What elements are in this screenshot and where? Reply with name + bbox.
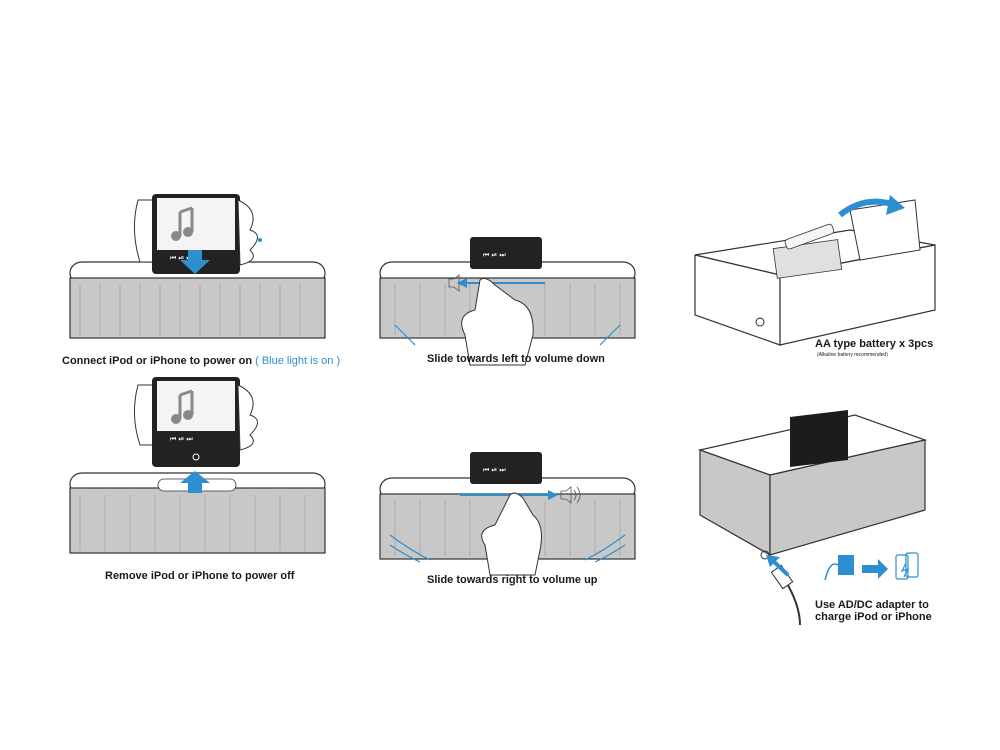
speaker-adapter-illustration [697,410,928,626]
caption-battery-note: (Alkaline battery recommended) [817,352,888,358]
caption-connect: Connect iPod or iPhone to power on ( Blu… [62,355,341,367]
speaker-slide-left-illustration: ⏮ ⏯ ⏭ [379,237,636,366]
caption-battery: AA type battery x 3pcs [815,338,934,350]
panel-adapter: Use AD/DC adapter to charge iPod or iPho… [690,405,960,635]
panel-remove: ⏮ ⏯ ⏭ Remove iPod or iPhone to power off [60,375,340,585]
speaker-volume-icon [560,486,581,504]
caption-slide-left: Slide towards left to volume down [427,353,605,365]
phone-controls-icon: ⏮ ⏯ ⏭ [170,435,193,443]
caption-slide-right: Slide towards right to volume up [427,574,598,586]
speaker-volume-icon [448,274,460,292]
caption-remove: Remove iPod or iPhone to power off [105,570,295,582]
panel-slide-right: ⏮ ⏯ ⏭ Slide towards right to volume up [375,450,645,590]
music-note-icon [171,206,194,241]
phone-controls-icon: ⏮ ⏯ ⏭ [483,251,506,259]
blue-light-note: ( Blue light is on ) [255,355,341,367]
panel-connect: ⏮ ⏯ ⏭ Connect iPod or iPhone to power on… [60,190,340,367]
speaker-connect-illustration: ⏮ ⏯ ⏭ [69,194,326,339]
music-note-icon [171,389,194,424]
caption-adapter-line1: Use AD/DC adapter to [815,599,929,611]
panel-slide-left: ⏮ ⏯ ⏭ Slide towards left to volume down [375,235,645,366]
ac-adapter-icon [824,555,854,581]
phone-controls-icon: ⏮ ⏯ ⏭ [483,466,506,474]
speaker-slide-right-illustration: ⏮ ⏯ ⏭ [379,452,636,576]
speaker-remove-illustration: ⏮ ⏯ ⏭ [69,377,326,554]
panel-battery: AA type battery x 3pcs (Alkaline battery… [690,190,960,370]
speaker-battery-illustration [694,195,936,346]
caption-adapter-line2: charge iPod or iPhone [815,611,932,623]
charge-phone-icon [895,552,919,580]
phone-controls-icon: ⏮ ⏯ ⏭ [170,254,193,262]
